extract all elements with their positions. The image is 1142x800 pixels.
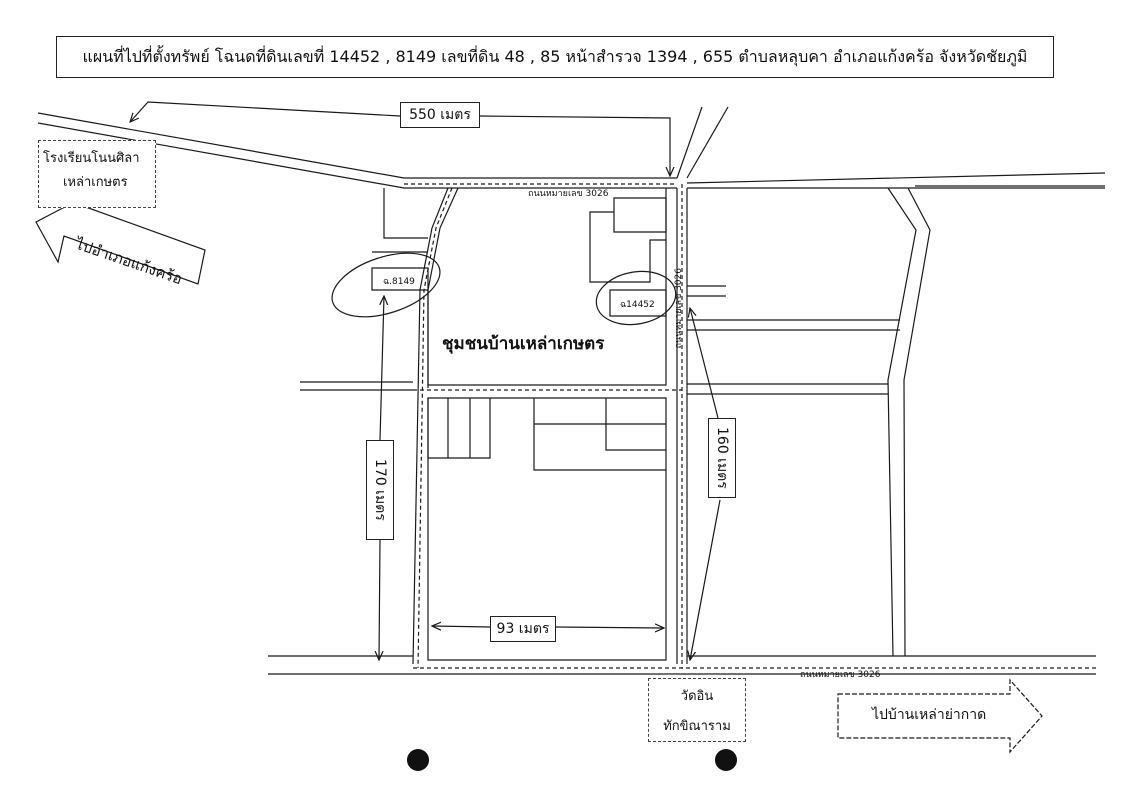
west-road — [412, 187, 449, 665]
west-road-dashed — [417, 187, 453, 669]
arrow-170 — [379, 539, 380, 660]
distance-93: 93 เมตร — [490, 616, 556, 642]
arrow-550 — [479, 115, 670, 176]
shops — [427, 398, 491, 459]
arrow-550 — [130, 101, 401, 122]
east-curve-road — [887, 187, 917, 657]
building — [589, 211, 666, 283]
parcel-8149-ring — [331, 252, 441, 318]
to-village-label: ไปบ้านเหล่าย่ากาด — [872, 707, 987, 723]
school-name: โรงเรียนโนนศิลา — [43, 151, 140, 166]
building — [533, 398, 666, 471]
top-road-edge — [37, 122, 677, 189]
arrow-160 — [690, 499, 721, 660]
road-east — [686, 172, 1106, 184]
arrow-93 — [555, 627, 664, 628]
road-label-top: ถนนหมายเลข 3026 — [528, 189, 609, 199]
road-label-bottom: ถนนหมายเลข 3026 — [800, 670, 881, 680]
shops — [447, 398, 471, 458]
east-lane — [687, 285, 726, 297]
temple-label-box: วัดอิน ทักขิณาราม — [648, 678, 746, 742]
title-text: แผนที่ไปที่ตั้งทรัพย์ โฉนดที่ดินเลขที่ 1… — [82, 46, 1028, 66]
arrow-160 — [690, 308, 719, 419]
parcel-14452-ring — [595, 270, 677, 326]
temple-name: วัดอิน — [680, 689, 714, 704]
building — [613, 197, 667, 233]
distance-170: 170 เมตร — [366, 440, 394, 540]
parcel-8149-label: ฉ.8149 — [383, 277, 415, 287]
top-road-edge — [37, 112, 677, 179]
east-lane — [687, 319, 900, 331]
east-curve-road — [903, 187, 931, 657]
community-label: ชุมชนบ้านเหล่าเกษตร — [442, 334, 605, 354]
north-road — [686, 106, 729, 179]
east-lane — [687, 383, 888, 395]
map-title: แผนที่ไปที่ตั้งทรัพย์ โฉนดที่ดินเลขที่ 1… — [56, 36, 1054, 78]
road-label-vertical: ถนนหมายเลข 3026 — [674, 268, 684, 349]
parcel-14452-plot — [609, 289, 667, 317]
binder-hole — [407, 749, 429, 771]
distance-160: 160 เมตร — [708, 418, 736, 498]
community-block — [427, 188, 667, 386]
south-block — [427, 397, 667, 661]
parcel-8149-plot — [371, 267, 429, 291]
binder-hole — [715, 749, 737, 771]
arrow-93 — [432, 626, 491, 627]
distance-550: 550 เมตร — [400, 102, 480, 128]
north-road — [676, 106, 703, 179]
temple-name-line2: ทักขิณาราม — [663, 719, 731, 734]
side-road — [383, 188, 428, 239]
building — [605, 398, 666, 451]
school-name-line2: เหล่าเกษตร — [63, 175, 128, 190]
school-label-box: โรงเรียนโนนศิลา เหล่าเกษตร — [38, 140, 156, 208]
parcel-14452-label: ฉ14452 — [620, 300, 655, 310]
arrow-170 — [380, 296, 384, 441]
